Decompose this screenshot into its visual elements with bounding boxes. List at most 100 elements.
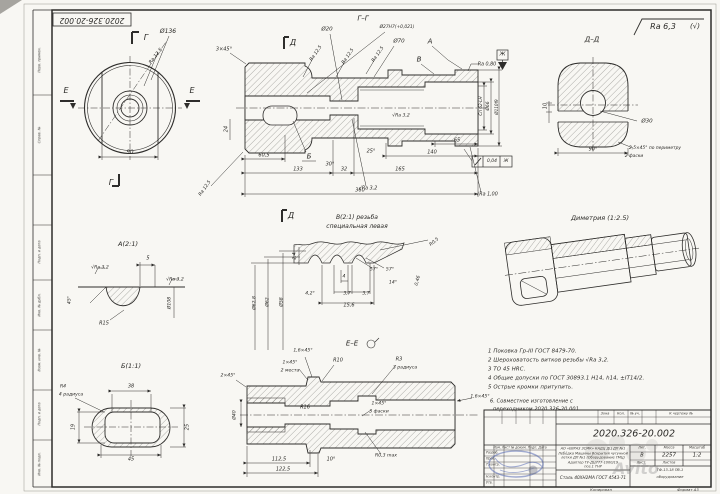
frame-col-perv-primen: Перв. примен. xyxy=(37,47,42,73)
dim-360: 360 xyxy=(355,187,365,194)
dimetria-linework xyxy=(504,232,700,306)
dim-57b: 57° xyxy=(385,267,395,273)
thread-detail-b-linework xyxy=(251,209,429,350)
ra-125-a: Ra 12,5 xyxy=(309,44,324,63)
dim-38: 38 xyxy=(127,383,135,390)
note-chamfer-perimeter: 2,5×45° по периметру xyxy=(629,145,681,151)
view-title-dimetria: Диметрия (1:2.5) xyxy=(570,213,630,222)
dim-d62: Ø62 xyxy=(265,297,271,307)
note-2-mesta: 2 места xyxy=(280,368,300,374)
section-mark-e-right: E xyxy=(189,86,195,95)
tb-org-line2: оборудование xyxy=(656,475,684,480)
dim-d136: Ø136 xyxy=(159,28,177,35)
frame-col-podp2: Подп. и дата xyxy=(37,402,42,426)
runout-value: 0,04 xyxy=(486,158,498,164)
tb-massa-h: Масса xyxy=(663,445,675,450)
ra-32-a2: √Ra 3,2 xyxy=(166,277,184,283)
dim-d58: Ø58 xyxy=(279,297,285,307)
main-section-linework xyxy=(210,31,513,197)
dim-1x45-3: 1×45° xyxy=(371,401,387,407)
ra-32-bore: √Ra 3,2 xyxy=(392,113,410,119)
dim-112-5: 112,5 xyxy=(271,456,287,463)
ra-32-mid: √Ra 3,2 xyxy=(358,186,378,192)
view-title-a21: А(2:1) xyxy=(118,239,138,248)
note-3: 3 ТО 45 HRC. xyxy=(488,366,526,373)
tb-zona: Зона xyxy=(600,411,610,416)
dim-d62-8: Ø62,8 xyxy=(252,296,258,310)
dim-15-6: 15,6 xyxy=(343,302,355,309)
dim-30deg: 30° xyxy=(325,161,335,168)
dim-32: 32 xyxy=(340,166,348,173)
dim-d70: Ø70 xyxy=(393,38,405,45)
dim-d30: Ø30 xyxy=(641,118,653,125)
dim-65: 65 xyxy=(453,137,461,144)
dim-3-7a: 3,7 xyxy=(343,291,351,297)
tb-kol: Кол. xyxy=(617,411,625,416)
dd-section-linework xyxy=(546,57,638,156)
dim-165: 165 xyxy=(395,166,405,173)
dim-3-7b: 3,7 xyxy=(362,291,370,297)
dim-1x45-2: 1×45° xyxy=(282,360,298,366)
dim-45-b: 45 xyxy=(127,456,135,463)
scan-corner-artifact xyxy=(0,0,22,14)
watermark-text: Avito xyxy=(612,459,660,478)
dim-5: 5 xyxy=(146,255,150,262)
frame-col-vzam: Взам. инв. № xyxy=(37,348,42,372)
dim-90-end: 90 xyxy=(126,149,134,156)
dim-122-5: 122,5 xyxy=(275,466,291,473)
dim-r16: R16 xyxy=(300,404,310,411)
tb-material: Сталь 40ХН2МА ГОСТ 4543-71 xyxy=(559,474,627,480)
watermark-circles xyxy=(585,435,658,463)
note-3-faski: 3 фаски xyxy=(369,409,389,415)
tb-lit-h: Лит. xyxy=(638,445,646,450)
view-title-gg: Г–Г xyxy=(357,14,369,23)
callout-b-slot: Б xyxy=(306,152,312,161)
ra-end-view: Ra 12,5 xyxy=(148,47,164,66)
dim-140: 140 xyxy=(427,149,437,156)
ra-32-a1: √Ra 3,2 xyxy=(91,265,109,271)
ra-100: √Ra 1,00 xyxy=(476,192,498,198)
note-5: 5 Острые кромки притупить. xyxy=(488,384,574,391)
section-mark-e-left: E xyxy=(63,86,69,95)
thread-sp62: Сп 62-LH xyxy=(477,96,483,116)
callout-a: А xyxy=(427,37,433,46)
tb-k-chertezhu: К чертежу № xyxy=(669,411,693,416)
note-2: 2 Шероховатость витков резьбы √Ra 3,2. xyxy=(488,357,609,364)
dim-d108: Ø108 xyxy=(167,296,173,310)
dim-d40: Ø40 xyxy=(232,410,238,420)
note-4: 4 Общие допуски по ГОСТ 30893.1 H14, h14… xyxy=(488,375,645,382)
tb-nkontr: Н.контр. xyxy=(486,474,501,479)
tb-tkontr: Т.контр. xyxy=(486,462,500,467)
ra-125-b: Ra 12,5 xyxy=(341,47,356,66)
tb-format: Формат А3 xyxy=(677,487,699,493)
dim-r3: R3 xyxy=(395,356,403,363)
dim-r15: R15 xyxy=(99,320,109,327)
stamp-number-rotated: 2020.326-20.002 xyxy=(59,15,125,25)
dim-1-6x45-right: 1,6×45° xyxy=(470,394,490,400)
dim-d27h7: Ø27H7(+0,021) xyxy=(379,24,415,30)
view-title-b11: Б(1:1) xyxy=(121,361,141,370)
chamfer-3x45: 3×45° xyxy=(215,46,233,53)
detail-b11-linework xyxy=(74,389,186,458)
dim-25deg: 25° xyxy=(366,148,376,155)
tb-razrab: Разраб. xyxy=(486,450,499,455)
note-1: 1 Поковка Гр-III ГОСТ 8479-70. xyxy=(488,348,577,355)
dim-4: 4 xyxy=(342,274,346,280)
tb-lit-v: В xyxy=(640,452,644,459)
tb-prov: Пров. xyxy=(486,456,496,461)
note-2-faski: 2 фаски xyxy=(624,153,644,159)
view-title-ee: Е–Е xyxy=(345,339,359,348)
rotated-stamp-box xyxy=(52,12,132,27)
tb-name-line3: летки ДП №1 (Оборудование ГМЦ) xyxy=(561,455,625,460)
view-title-dd: Д–Д xyxy=(584,35,600,44)
general-roughness-alt: (√) xyxy=(690,22,700,31)
note-6-line1: 6. Совместное изготовление с xyxy=(490,398,573,405)
approval-stamp xyxy=(488,450,544,478)
tb-masshtab-h: Масштаб xyxy=(688,445,706,450)
callout-b: В xyxy=(416,55,422,64)
runout-datum: Ж xyxy=(503,158,509,164)
